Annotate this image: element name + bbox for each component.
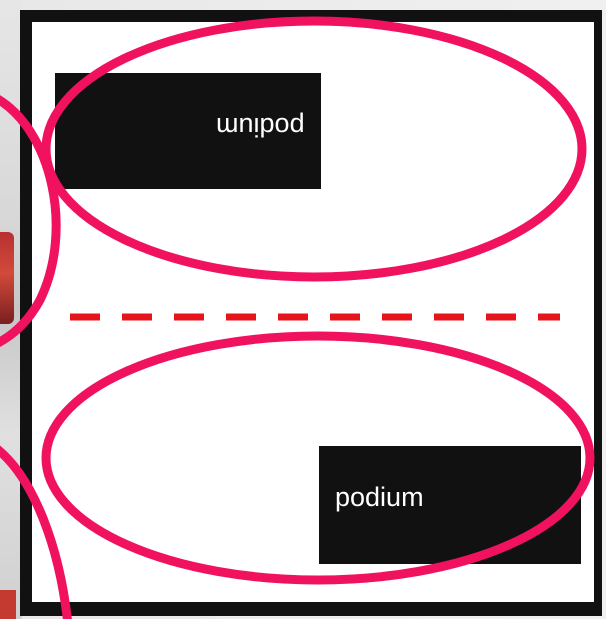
adjacent-image-red-fragment [0,232,14,324]
adjacent-image-red-fragment [0,590,16,619]
diagram-frame: podium podium [20,10,602,616]
podium-label-upside-down: podium [216,112,305,142]
podium-label: podium [335,482,424,512]
podium-block-bottom: podium [319,446,581,564]
diagram-canvas: podium podium [32,22,594,602]
podium-block-top: podium [55,73,321,189]
adjacent-image-strip [0,0,22,619]
